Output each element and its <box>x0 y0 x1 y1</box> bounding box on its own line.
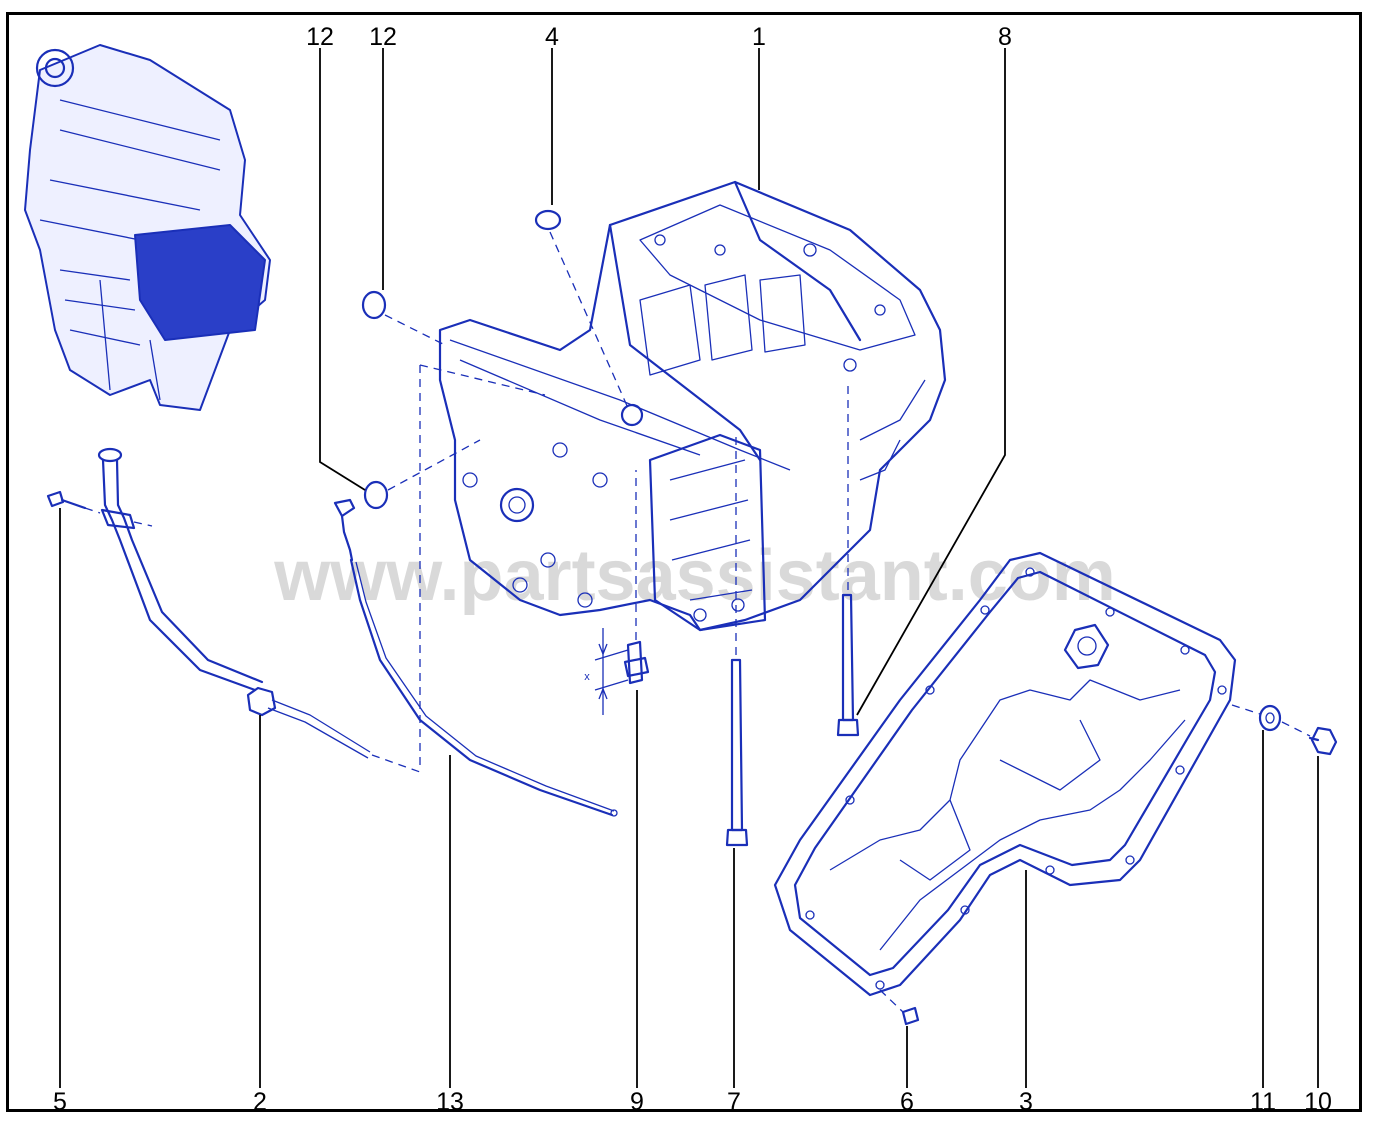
callout-11: 11 <box>1250 1088 1276 1116</box>
callout-12-right: 12 <box>369 23 397 51</box>
oil-pan-part-3 <box>773 551 1237 997</box>
callout-3: 3 <box>1019 1088 1033 1116</box>
callout-2: 2 <box>253 1088 267 1116</box>
callout-10: 10 <box>1304 1088 1332 1116</box>
bolt-part-6 <box>879 989 920 1026</box>
callout-1: 1 <box>752 23 766 51</box>
callout-8: 8 <box>998 23 1012 51</box>
dipstick-tube-part-2 <box>97 447 371 759</box>
drain-plug-part-10 <box>1281 721 1338 756</box>
engine-thumbnail <box>24 44 271 411</box>
callout-6: 6 <box>900 1088 914 1116</box>
stud-part-9: x <box>584 470 650 715</box>
diagram-frame <box>6 12 1362 1112</box>
oring-part-4 <box>534 209 562 231</box>
washer-part-11 <box>1231 704 1282 732</box>
plug-part-12-upper <box>361 290 387 320</box>
callout-9: 9 <box>630 1088 644 1116</box>
callout-5: 5 <box>53 1088 67 1116</box>
callout-13: 13 <box>436 1088 464 1116</box>
callout-12-left: 12 <box>306 23 334 51</box>
dipstick-part-13 <box>333 498 618 817</box>
plug-part-12-lower <box>363 480 389 510</box>
dimension-x-label: x <box>584 671 590 683</box>
callout-4: 4 <box>545 23 559 51</box>
watermark-text: www.partsassistant.com <box>273 536 1116 616</box>
callout-7: 7 <box>727 1088 741 1116</box>
leader-lines <box>59 48 1319 1088</box>
long-bolt-part-7 <box>725 435 749 847</box>
bolt-part-5 <box>46 490 101 514</box>
bolt-part-8 <box>836 380 860 737</box>
oil-sump-housing-part-1 <box>438 180 947 632</box>
